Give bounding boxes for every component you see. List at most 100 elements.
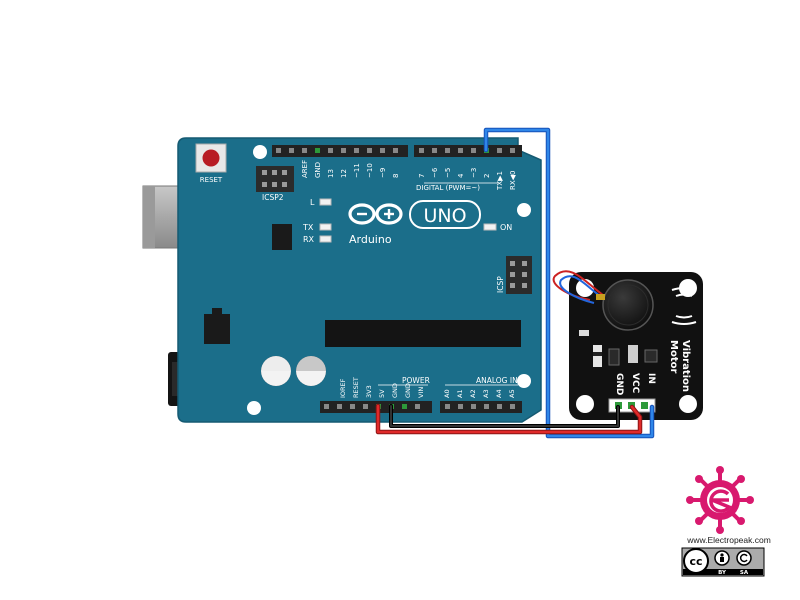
- signal-wire: [484, 128, 654, 438]
- usb-connector-edge: [143, 186, 155, 248]
- vibration-motor-module: Vibration Motor GND VCC IN: [569, 272, 703, 420]
- module-mounting-hole: [679, 395, 697, 413]
- module-title-line2: Motor: [668, 340, 679, 373]
- vibration-wave-icon: [671, 287, 697, 291]
- power-wire: [376, 404, 642, 434]
- capacitor-bottom: [261, 371, 291, 386]
- pin-label-a5: A5: [508, 389, 516, 398]
- vibration-motor-rim: [607, 284, 649, 326]
- by-icon-head: [720, 553, 724, 557]
- pin-label-3: ~3: [470, 168, 478, 178]
- icsp2-header: [256, 166, 294, 192]
- digital-label: DIGITAL (PWM=~): [416, 184, 480, 192]
- mounting-hole: [517, 203, 531, 217]
- led-rx: [319, 235, 332, 243]
- atmega-chip: [325, 320, 521, 347]
- analog-in-label: ANALOG IN: [476, 376, 518, 385]
- capacitor-bottom: [296, 371, 326, 386]
- mounting-hole: [247, 401, 261, 415]
- cc-license-strip: [683, 569, 763, 575]
- pin-label-6: ~6: [431, 167, 439, 178]
- usb-chip: [272, 224, 292, 250]
- transistor-component: [644, 349, 658, 363]
- reset-label: RESET: [200, 176, 223, 184]
- arduino-brand-label: Arduino: [349, 233, 392, 246]
- ground-wire: [390, 405, 619, 427]
- power-pin-labels: IOREF RESET 3V3 5V GND GND VIN A0 A1 A2 …: [339, 377, 516, 398]
- led-rx-label: RX: [303, 235, 315, 244]
- vibration-motor-icon: [602, 279, 654, 331]
- diode-band: [593, 352, 602, 356]
- digital-header-pins: [276, 148, 515, 153]
- pin-label-gnd1: GND: [391, 383, 399, 398]
- vibration-wave-icon: [675, 315, 693, 319]
- vibration-wave-icon: [671, 321, 697, 325]
- wires: [375, 127, 655, 439]
- voltage-regulator-tab: [212, 308, 222, 316]
- pin-label-a0: A0: [443, 389, 451, 398]
- pin-label-vin: VIN: [417, 387, 425, 398]
- pin-label-reset: RESET: [352, 377, 360, 398]
- pin-label-13: 13: [327, 169, 335, 178]
- sa-label: SA: [740, 570, 749, 576]
- pin-label-11: ~11: [353, 163, 361, 178]
- module-pin-label-gnd: GND: [614, 373, 624, 395]
- power-label: POWER: [402, 376, 430, 385]
- analog-header: [440, 401, 522, 413]
- pin-label-gnd: GND: [314, 162, 322, 178]
- pin-label-5: ~5: [444, 168, 452, 178]
- on-label: ON: [500, 223, 512, 232]
- capacitor-top: [261, 356, 291, 371]
- pin-label-10: ~10: [366, 163, 374, 178]
- pin-label-gnd2: GND: [404, 383, 412, 398]
- smd-component: [579, 330, 589, 336]
- led-l-label: L: [310, 198, 315, 207]
- vibration-wave-icon: [675, 293, 693, 297]
- voltage-regulator: [204, 314, 230, 344]
- by-label: BY: [718, 570, 727, 576]
- pin-label-a4: A4: [495, 389, 503, 398]
- pin-label-9: ~9: [379, 168, 387, 178]
- mounting-hole: [253, 145, 267, 159]
- module-pin-label-in: IN: [646, 373, 656, 384]
- module-pin-label-vcc: VCC: [630, 373, 640, 394]
- uno-badge: [409, 200, 481, 229]
- pin-label-12: 12: [340, 169, 348, 178]
- icsp2-label: ICSP2: [262, 193, 284, 202]
- smd-component: [628, 345, 638, 363]
- icsp-header: [506, 256, 532, 294]
- icsp2-pins: [262, 170, 287, 187]
- pin-label-5v: 5V: [378, 389, 386, 398]
- icsp-pins: [510, 261, 527, 288]
- digital-gnd-socket: [315, 148, 320, 153]
- pin-label-rx0: RX◀0: [509, 171, 517, 191]
- pin-label-8: 8: [392, 174, 400, 178]
- led-tx: [319, 223, 332, 231]
- led-tx-label: TX: [302, 223, 314, 232]
- pin-label-2: 2: [483, 174, 491, 178]
- pin-label-a1: A1: [456, 389, 464, 398]
- cc-text: cc: [689, 555, 702, 568]
- smd-component: [608, 348, 620, 366]
- electropeak-url[interactable]: www.Electropeak.com: [687, 535, 771, 545]
- pin-label-3v3: 3V3: [365, 385, 373, 398]
- module-pin-in: [641, 402, 648, 409]
- pin-label-4: 4: [457, 173, 465, 178]
- pin-label-a3: A3: [482, 389, 490, 398]
- icsp-label: ICSP: [496, 276, 505, 293]
- board-pcb: [177, 137, 542, 423]
- by-icon-body: [720, 557, 724, 562]
- arduino-logo: UNO Arduino: [348, 200, 481, 246]
- led-l: [319, 198, 332, 206]
- led-on: [483, 223, 497, 231]
- sa-icon-arrow: [739, 553, 748, 563]
- digital-header-right: [414, 145, 522, 157]
- gnd2-socket: [402, 404, 407, 409]
- electropeak-logo: cc BY SA: [681, 466, 765, 577]
- pin-label-7: 7: [418, 174, 426, 178]
- uno-label: UNO: [423, 205, 466, 227]
- digital-pin-labels: AREF GND 13 12 ~11 ~10 ~9 8 7 ~6 ~5 4 ~3…: [301, 160, 517, 191]
- electropeak-e-letter: [709, 489, 732, 513]
- sa-icon: [736, 550, 752, 566]
- module-title: Vibration: [680, 340, 691, 392]
